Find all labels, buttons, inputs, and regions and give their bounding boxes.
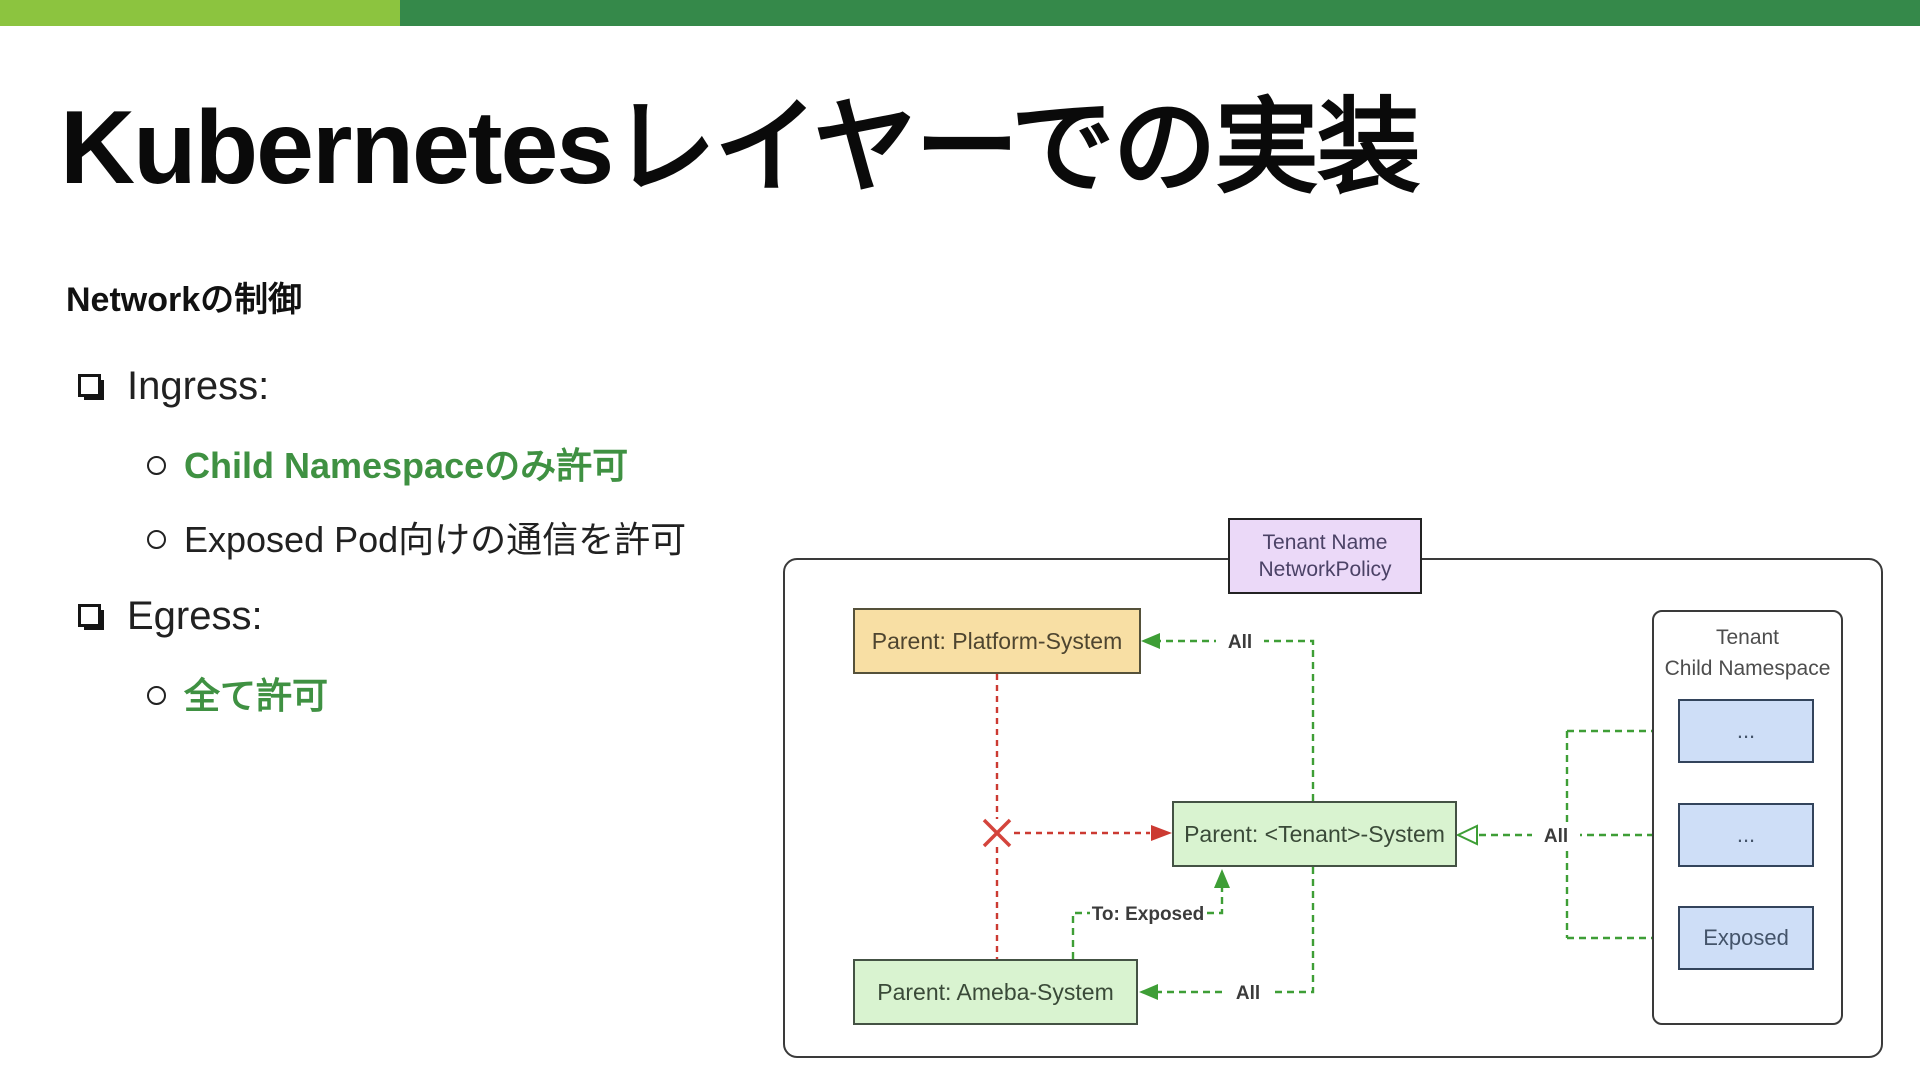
- child-namespace-caption: Tenant Child Namespace: [1654, 622, 1841, 684]
- bullet-exposed-pod: Exposed Pod向けの通信を許可: [147, 518, 686, 561]
- bullet-text: Exposed Pod向けの通信を許可: [184, 519, 687, 560]
- topbar-accent-dark: [400, 0, 1920, 26]
- policy-line2: NetworkPolicy: [1258, 558, 1392, 581]
- bullet-text: 全て許可: [184, 675, 329, 716]
- circle-bullet-icon: [147, 530, 166, 549]
- tenant-system-node: Parent: <Tenant>-System: [1172, 801, 1457, 867]
- slide-title: Kubernetesレイヤーでの実装: [60, 90, 1421, 206]
- bullet-ingress: Ingress:: [78, 362, 269, 410]
- child-pod-2: ...: [1678, 803, 1814, 867]
- bullet-allow-all: 全て許可: [147, 674, 328, 717]
- networkpolicy-node: Tenant Name NetworkPolicy: [1228, 518, 1422, 594]
- child-pod-1: ...: [1678, 699, 1814, 763]
- ameba-system-node: Parent: Ameba-System: [853, 959, 1138, 1025]
- bullet-text: Ingress:: [127, 364, 270, 408]
- platform-system-node: Parent: Platform-System: [853, 608, 1141, 674]
- circle-bullet-icon: [147, 456, 166, 475]
- circle-bullet-icon: [147, 686, 166, 705]
- policy-line1: Tenant Name: [1262, 531, 1388, 554]
- square-bullet-icon: [78, 604, 104, 630]
- section-heading: Networkの制御: [66, 281, 303, 319]
- child-pod-exposed: Exposed: [1678, 906, 1814, 970]
- bullet-egress: Egress:: [78, 592, 263, 640]
- bullet-text: Child Namespaceのみ許可: [184, 445, 629, 486]
- bullet-child-namespace: Child Namespaceのみ許可: [147, 444, 628, 487]
- caption-line1: Tenant: [1715, 626, 1780, 649]
- topbar-accent-light: [0, 0, 400, 26]
- square-bullet-icon: [78, 374, 104, 400]
- caption-line2: Child Namespace: [1664, 657, 1831, 680]
- bullet-text: Egress:: [127, 594, 263, 638]
